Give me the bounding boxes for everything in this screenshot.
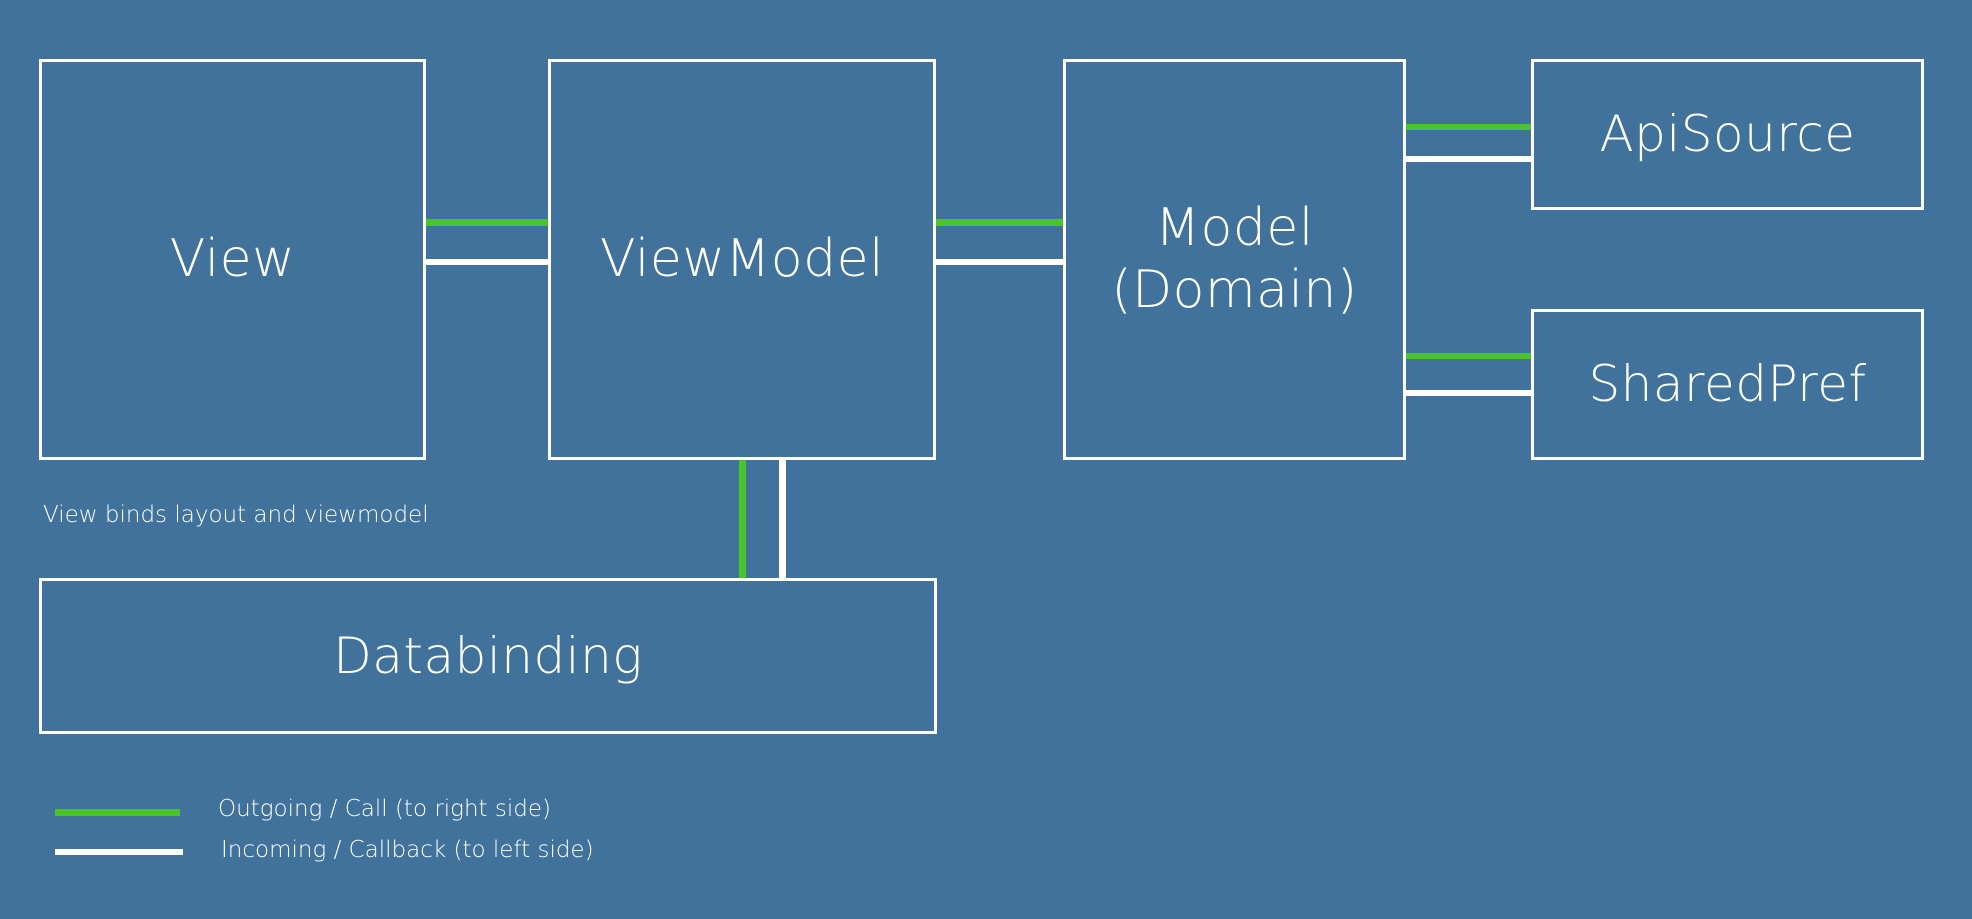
legend-outgoing-label: Outgoing / Call (to right side)	[218, 796, 551, 822]
view-box: View	[39, 59, 426, 460]
view-binding-note: View binds layout and viewmodel	[43, 502, 429, 528]
sharedpref-box: SharedPref	[1531, 309, 1924, 460]
apisource-label: ApiSource	[1599, 105, 1856, 163]
model-sharedpref-outgoing-line	[1406, 353, 1531, 359]
model-label-line1: Model	[1155, 198, 1314, 259]
viewmodel-databinding-outgoing-line	[739, 460, 746, 578]
viewmodel-model-incoming-line	[936, 259, 1063, 265]
viewmodel-model-outgoing-line	[936, 219, 1063, 226]
viewmodel-databinding-incoming-line	[779, 460, 786, 578]
model-label-line2: (Domain)	[1111, 259, 1358, 320]
model-apisource-incoming-line	[1406, 156, 1531, 162]
view-label: View	[169, 228, 296, 289]
view-viewmodel-incoming-line	[426, 259, 550, 265]
apisource-box: ApiSource	[1531, 59, 1924, 210]
model-apisource-outgoing-line	[1406, 124, 1531, 130]
viewmodel-box: ViewModel	[548, 59, 936, 460]
sharedpref-label: SharedPref	[1588, 355, 1867, 413]
legend-incoming-swatch	[55, 849, 183, 855]
viewmodel-label: ViewModel	[599, 228, 885, 289]
legend-incoming-label: Incoming / Callback (to left side)	[221, 837, 594, 863]
view-viewmodel-outgoing-line	[426, 219, 548, 226]
databinding-box: Databinding	[39, 578, 937, 734]
model-sharedpref-incoming-line	[1406, 390, 1531, 396]
model-label: Model (Domain)	[1111, 198, 1357, 321]
databinding-label: Databinding	[333, 626, 643, 685]
legend-outgoing-swatch	[55, 809, 180, 816]
model-box: Model (Domain)	[1063, 59, 1406, 460]
